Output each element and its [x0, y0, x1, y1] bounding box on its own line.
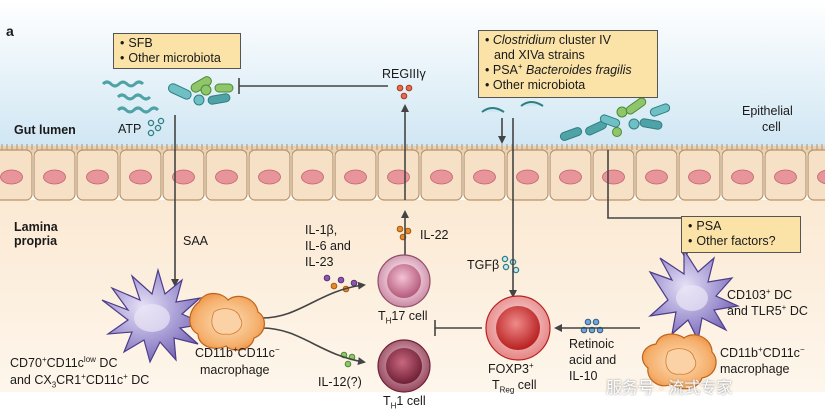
- lamina-label-1: Lamina: [14, 220, 58, 234]
- treg-cell: [485, 295, 551, 361]
- epithelial-nucleus: [172, 169, 195, 185]
- epithelial-nucleus: [344, 169, 367, 185]
- other-microbiota-item: Other microbiota: [120, 51, 234, 66]
- epithelial-nucleus: [387, 169, 410, 185]
- watermark: 服务号 · 流式专家: [606, 380, 733, 397]
- other-factors-item: Other factors?: [688, 234, 794, 249]
- atp-label: ATP: [118, 122, 142, 136]
- saa-label: SAA: [183, 234, 209, 248]
- psa-box: PSA Other factors?: [681, 216, 801, 253]
- il12-label: IL-12(?): [318, 375, 362, 389]
- th17-cell: [377, 254, 431, 308]
- foxp3-label: FOXP3+: [488, 360, 534, 376]
- il22-label: IL-22: [420, 228, 449, 242]
- epithelial-nucleus: [215, 169, 238, 185]
- clostridium-name: Clostridium: [492, 33, 556, 47]
- il1b-label-2: IL-6 and: [305, 239, 351, 253]
- epithelial-nucleus: [817, 169, 825, 185]
- regiii-label: REGIIIγ: [382, 67, 426, 81]
- other-microbiota-2: Other microbiota: [492, 78, 586, 92]
- epithelial-nucleus: [129, 169, 152, 185]
- epithelial-label-1: Epithelial: [742, 104, 793, 118]
- epithelial-nucleus: [602, 169, 625, 185]
- cd70-dc-label-1: CD70+CD11clow DC: [10, 354, 118, 370]
- epithelial-nucleus: [430, 169, 453, 185]
- epithelial-nucleus: [258, 169, 281, 185]
- th1-cell: [377, 339, 431, 393]
- il1b-dots: [323, 274, 358, 293]
- bacteroides-name: Bacteroides fragilis: [522, 63, 632, 77]
- treg-label: TReg cell: [492, 378, 537, 395]
- epithelial-nucleus: [774, 169, 797, 185]
- cd103-dc-label: CD103+ DC: [727, 286, 793, 302]
- epithelial-nucleus: [516, 169, 539, 185]
- regiii-dots: [396, 84, 413, 100]
- epithelial-layer: [0, 144, 825, 201]
- psa-sup: +: [517, 61, 523, 71]
- epithelial-nucleus: [43, 169, 66, 185]
- epithelial-nucleus: [86, 169, 109, 185]
- epithelial-nucleus: [731, 169, 754, 185]
- macrophage-label-1: CD11b+CD11c−: [195, 344, 280, 360]
- epithelial-nucleus: [559, 169, 582, 185]
- psa-label: PSA: [492, 63, 518, 77]
- th17-label: TH17 cell: [378, 309, 428, 326]
- sfb-box: SFB Other microbiota: [113, 33, 241, 69]
- epithelial-nucleus: [301, 169, 324, 185]
- epithelial-nucleus: [645, 169, 668, 185]
- gut-lumen-label: Gut lumen: [14, 123, 76, 137]
- retinoic-acid-label-1: Retinoic: [569, 337, 615, 351]
- sfb-bacteria-icon: [101, 76, 234, 114]
- epithelial-nucleus: [473, 169, 496, 185]
- macrophage-label-2: macrophage: [200, 363, 270, 377]
- clostridium-box: • Clostridium cluster IV and XIVa strain…: [478, 30, 658, 98]
- epithelial-nucleus: [688, 169, 711, 185]
- lumen-bacteria-icon: [481, 97, 671, 141]
- atp-dots: [147, 117, 165, 137]
- panel-label: a: [6, 23, 14, 39]
- epithelial-cell: [807, 149, 825, 201]
- clostridium-cluster: cluster IV: [555, 33, 611, 47]
- il1b-label-1: IL-1β,: [305, 223, 338, 237]
- clostridium-line2: and XIVa strains: [494, 48, 585, 62]
- cd70-dc-label-2: and CX3CR1+CD11c+ DC: [10, 371, 150, 390]
- retinoic-acid-label-3: IL-10: [569, 369, 598, 383]
- retinoic-acid-label-2: acid and: [569, 353, 617, 367]
- sfb-item: SFB: [120, 36, 234, 51]
- tgfb-label: TGFβ: [467, 258, 500, 272]
- right-macrophage-label-2: macrophage: [720, 362, 790, 376]
- il1b-label-3: IL-23: [305, 255, 334, 269]
- tlr5-dc-label: and TLR5+ DC: [727, 302, 808, 318]
- right-macrophage-label-1: CD11b+CD11c−: [720, 344, 805, 360]
- cd103-dendritic-cell: [648, 247, 741, 342]
- lamina-label-2: propria: [14, 234, 58, 248]
- th1-label: TH1 cell: [383, 394, 426, 411]
- right-macrophage: [641, 333, 717, 390]
- psa-item: PSA: [688, 219, 794, 234]
- epithelial-label-2: cell: [762, 120, 781, 134]
- gut-lumen-region: [0, 0, 825, 150]
- cd11b-macrophage: [189, 292, 265, 351]
- epithelial-nucleus: [0, 169, 23, 185]
